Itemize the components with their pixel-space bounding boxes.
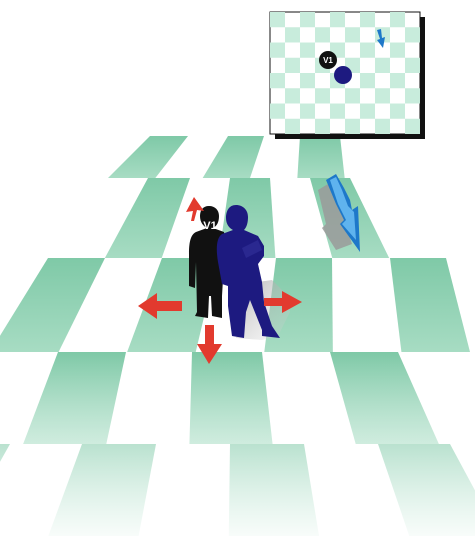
inset-map-tile bbox=[285, 58, 300, 73]
inset-map-tile bbox=[270, 43, 285, 58]
inset-map-tile bbox=[300, 73, 315, 88]
front-figure-label: V1 bbox=[203, 220, 216, 232]
inset-map-tile bbox=[375, 58, 390, 73]
inset-map-tile bbox=[405, 88, 420, 103]
inset-map-tile bbox=[360, 73, 375, 88]
inset-map-tile bbox=[285, 119, 300, 134]
inset-map-tile bbox=[375, 119, 390, 134]
inset-map-tile bbox=[315, 27, 330, 42]
inset-map-tile bbox=[360, 12, 375, 27]
inset-map-tile bbox=[315, 88, 330, 103]
inset-map-tile bbox=[375, 88, 390, 103]
inset-map-tile bbox=[300, 12, 315, 27]
inset-map-tile bbox=[315, 119, 330, 134]
inset-map-tile bbox=[390, 104, 405, 119]
inset-map-tile bbox=[405, 58, 420, 73]
inset-map-tile bbox=[330, 104, 345, 119]
inset-map-tile bbox=[345, 27, 360, 42]
inset-map-tile bbox=[405, 27, 420, 42]
inset-map-tile bbox=[285, 27, 300, 42]
inset-agent-label: V1 bbox=[323, 56, 333, 65]
inset-second-agent bbox=[334, 66, 352, 84]
inset-map-tile bbox=[390, 43, 405, 58]
inset-map: V1 bbox=[270, 12, 425, 139]
inset-map-tile bbox=[270, 12, 285, 27]
inset-map-tile bbox=[405, 119, 420, 134]
inset-map-tile bbox=[270, 104, 285, 119]
inset-map-tile bbox=[300, 104, 315, 119]
inset-map-tile bbox=[330, 12, 345, 27]
inset-map-tile bbox=[345, 88, 360, 103]
inset-map-tile bbox=[390, 73, 405, 88]
inset-map-tile bbox=[270, 73, 285, 88]
inset-map-tile bbox=[285, 88, 300, 103]
inset-map-tile bbox=[360, 43, 375, 58]
inset-map-tile bbox=[345, 119, 360, 134]
inset-map-tile bbox=[360, 104, 375, 119]
inset-map-tile bbox=[390, 12, 405, 27]
inset-map-tile bbox=[300, 43, 315, 58]
